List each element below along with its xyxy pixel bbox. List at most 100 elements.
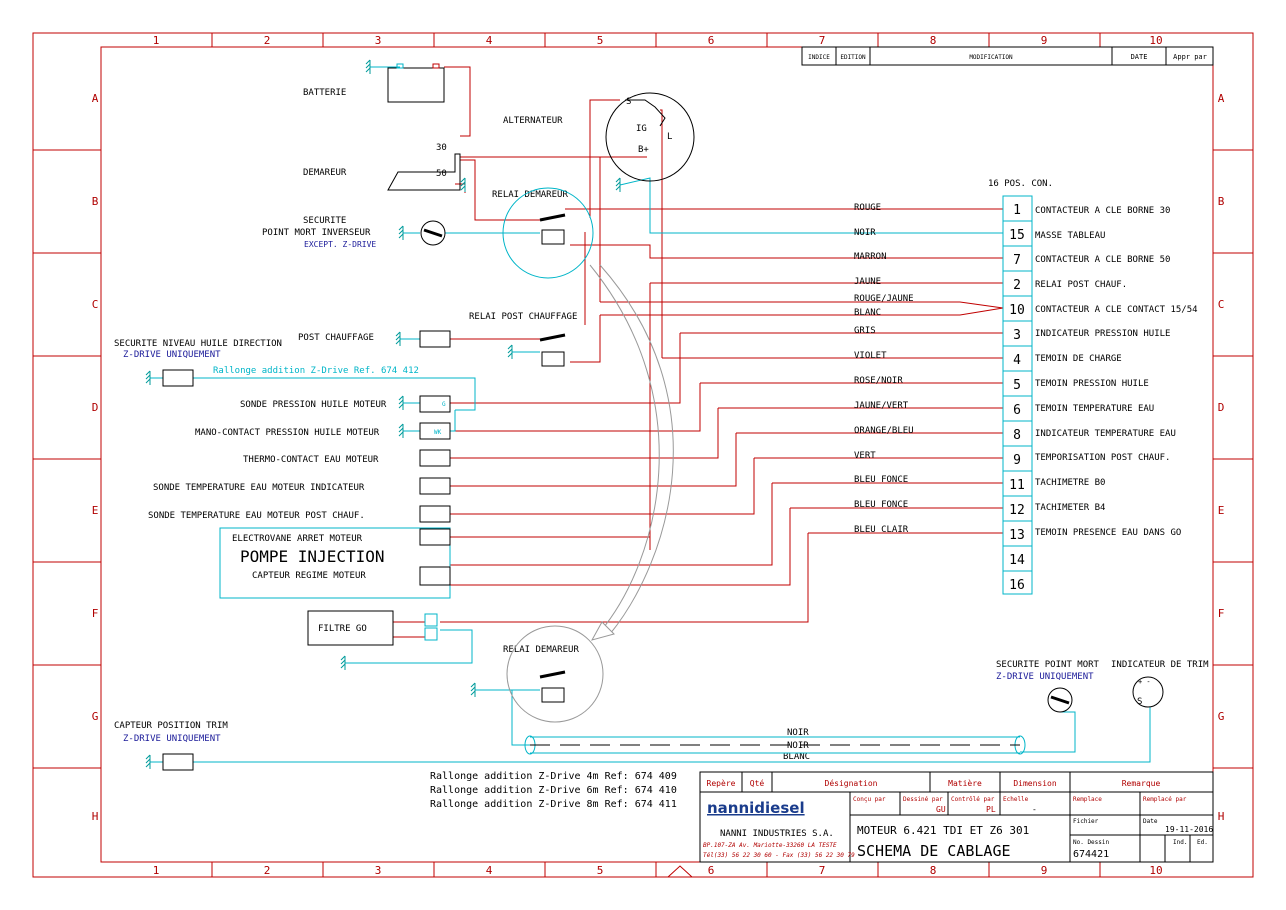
col-label: 4 (486, 34, 493, 47)
label-thermo-contact: THERMO-CONTACT EAU MOTEUR (243, 455, 379, 465)
tb-remarque: Remarque (1122, 779, 1161, 788)
pin-number: 2 (1013, 278, 1021, 293)
tb-controle-val: PL (986, 805, 996, 814)
wire-color: JAUNE/VERT (854, 401, 909, 411)
sonde-pression-box (419, 395, 451, 413)
pin-desc: TEMOIN PRESENCE EAU DANS GO (1035, 528, 1181, 538)
pin-desc: INDICATEUR PRESSION HUILE (1035, 329, 1170, 339)
alt-ig-label: IG (636, 124, 647, 134)
electrovane-box (419, 528, 451, 546)
filtre-go-box (307, 610, 394, 646)
row-label: E (92, 504, 99, 517)
capteur-trim-box (162, 753, 194, 771)
col-label: 10 (1149, 34, 1162, 47)
tb-matiere: Matière (948, 778, 982, 788)
row-label: C (92, 298, 99, 311)
label-mano-contact: MANO-CONTACT PRESSION HUILE MOTEUR (195, 428, 380, 438)
label-securite-point-mort: SECURITE POINT MORT (996, 660, 1100, 670)
sonde-temp-ind-box (419, 477, 451, 495)
label-zdrive-uniquement: Z-DRIVE UNIQUEMENT (123, 350, 221, 360)
label-dem-30: 30 (436, 143, 447, 153)
niveau-huile-box (162, 369, 194, 387)
wire-color: BLEU CLAIR (854, 525, 909, 535)
wire-color: ORANGE/BLEU (854, 426, 914, 436)
rev-indice: INDICE (808, 54, 830, 61)
row-label: A (92, 92, 99, 105)
pin-number: 7 (1013, 253, 1021, 268)
col-label: 2 (264, 34, 271, 47)
trim-s-mark: S (1137, 697, 1142, 707)
label-cable-noir-2: NOIR (787, 741, 809, 751)
label-pompe-injection: POMPE INJECTION (240, 547, 385, 566)
tb-remplace: Remplace (1073, 796, 1102, 803)
label-securite: SECURITE (303, 216, 346, 226)
wire-color: VIOLET (854, 351, 887, 361)
rev-appr: Appr par (1173, 53, 1207, 61)
cyan-wiring (150, 66, 1151, 763)
tb-dessine-val: GU (936, 805, 946, 814)
wire-color: MARRON (854, 252, 887, 262)
tb-date-value: 19-11-2016 (1165, 825, 1213, 834)
sonde-temp-post-box (419, 505, 451, 523)
tb-address-2: Tél(33) 56 22 30 60 - Fax (33) 56 22 30 … (703, 852, 855, 859)
g-mark: G (442, 401, 446, 408)
wire-color: GRIS (854, 326, 876, 336)
tb-date-label: Date (1143, 818, 1158, 825)
tb-dimension: Dimension (1013, 779, 1057, 788)
tb-no-value: 674421 (1073, 849, 1109, 860)
relay-demarreur-circle (502, 187, 594, 279)
row-label: F (1218, 607, 1225, 620)
col-label: 10 (1149, 864, 1162, 877)
rev-modification: MODIFICATION (969, 54, 1013, 61)
label-point-mort: POINT MORT INVERSEUR (262, 228, 371, 238)
col-label: 3 (375, 34, 382, 47)
tb-echelle-val: - (1032, 805, 1037, 814)
relay-link-arrow (589, 264, 660, 633)
pin-number: 13 (1009, 528, 1025, 543)
pin-number: 16 (1009, 578, 1025, 593)
starter-symbol (387, 153, 461, 191)
capteur-regime-box (419, 566, 451, 586)
revision-table: INDICE EDITION MODIFICATION DATE Appr pa… (801, 46, 1214, 66)
pin-desc: TEMOIN TEMPERATURE EAU (1035, 404, 1154, 414)
tb-dessine-par: Dessiné par (903, 796, 943, 803)
pin-number: 12 (1009, 503, 1025, 518)
component-labels: BATTERIE ALTERNATEUR DEMAREUR 30 50 RELA… (114, 88, 1209, 762)
tb-ed: Ed. (1197, 839, 1208, 846)
tb-title-2: SCHEMA DE CABLAGE (857, 842, 1011, 860)
row-label: H (1218, 810, 1225, 823)
col-label: 9 (1041, 864, 1048, 877)
label-sonde-temp-ind: SONDE TEMPERATURE EAU MOTEUR INDICATEUR (153, 483, 365, 493)
tb-ind: Ind. (1173, 839, 1187, 846)
tb-concu-par: Conçu par (853, 796, 886, 803)
label-zdrive-uniquement-3: Z-DRIVE UNIQUEMENT (996, 672, 1094, 682)
col-label: 6 (708, 34, 715, 47)
pin-desc: MASSE TABLEAU (1035, 231, 1105, 241)
mano-contact-box (419, 422, 451, 440)
row-label: G (1218, 710, 1225, 723)
rev-edition: EDITION (840, 54, 866, 61)
tb-remplace-par: Remplacé par (1143, 796, 1187, 803)
pin-desc: INDICATEUR TEMPERATURE EAU (1035, 429, 1176, 439)
connector-16-pos: 16 POS. CON. 1 15 7 2 10 3 4 5 6 8 9 11 … (854, 179, 1198, 595)
label-electrovane: ELECTROVANE ARRET MOTEUR (232, 534, 363, 544)
label-alternateur: ALTERNATEUR (503, 116, 563, 126)
col-label: 1 (153, 864, 160, 877)
label-batterie: BATTERIE (303, 88, 346, 98)
col-label: 4 (486, 864, 493, 877)
label-cable-noir-1: NOIR (787, 728, 809, 738)
pin-desc: CONTACTEUR A CLE CONTACT 15/54 (1035, 305, 1198, 315)
col-label: 7 (819, 864, 826, 877)
wire-color: ROUGE/JAUNE (854, 294, 914, 304)
pin-number: 6 (1013, 403, 1021, 418)
row-label: B (1218, 195, 1225, 208)
relay-demarreur-2-circle (506, 625, 604, 723)
red-wiring (393, 66, 1004, 638)
pin-desc: CONTACTEUR A CLE BORNE 30 (1035, 206, 1170, 216)
relay-link-arrowhead (590, 621, 615, 641)
col-label: 2 (264, 864, 271, 877)
label-capteur-regime: CAPTEUR REGIME MOTEUR (252, 571, 366, 581)
title-block: Repère Qté Désignation Matière Dimension… (699, 771, 1214, 863)
tb-controle-par: Contrôlé par (951, 796, 995, 803)
